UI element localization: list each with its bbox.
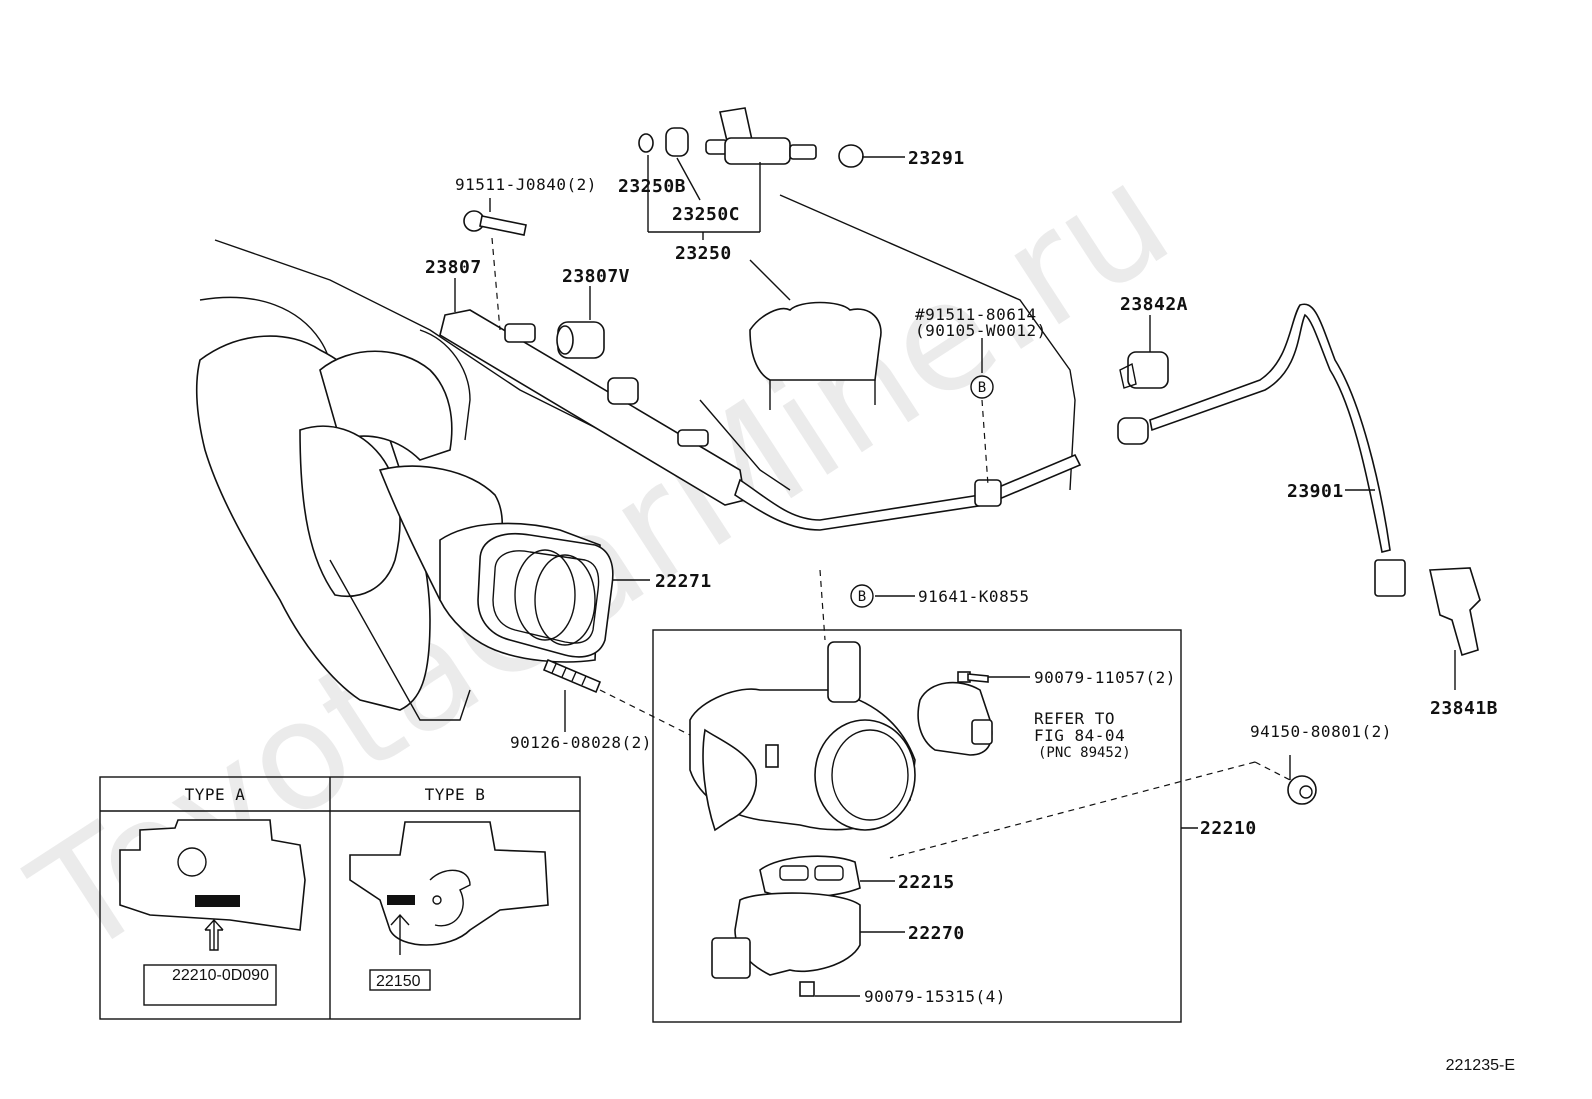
gasket-22271 xyxy=(477,533,614,658)
label-91641-k0855: 91641-K0855 xyxy=(918,587,1029,606)
label-90079-15315: 90079-15315(4) xyxy=(864,987,1006,1006)
diagram-code: 221235-E xyxy=(1446,1057,1515,1074)
screw-90079-11057 xyxy=(957,671,989,683)
throttle-body-frame xyxy=(652,629,1182,1023)
label-91511-80614: #91511-80614 xyxy=(915,305,1037,324)
type-a-part-no: 22210-0D090 xyxy=(172,967,269,984)
cylinder-head-cover xyxy=(699,194,1076,491)
label-94150-80801: 94150-80801(2) xyxy=(1250,722,1392,741)
stud-90126 xyxy=(542,658,602,694)
type-b-marking xyxy=(387,895,415,905)
label-refer-to: REFER TO xyxy=(1034,709,1115,728)
bolt-91511-j0840 xyxy=(463,210,527,236)
damper-23807v xyxy=(556,321,605,359)
type-a-marking xyxy=(195,895,240,907)
nut-94150 xyxy=(1287,775,1317,805)
marker-b-lower: B xyxy=(850,584,874,608)
label-23842a: 23842A xyxy=(1120,294,1188,315)
label-22271: 22271 xyxy=(655,571,712,592)
clip-23842a xyxy=(1119,351,1169,389)
label-23250c: 23250C xyxy=(672,204,740,225)
label-22210: 22210 xyxy=(1200,818,1257,839)
throttle-position-sensor xyxy=(917,681,993,756)
svg-text:B: B xyxy=(978,380,986,396)
svg-text:B: B xyxy=(858,589,866,605)
type-a-title: TYPE A xyxy=(185,785,246,804)
label-90126-08028: 90126-08028(2) xyxy=(510,733,652,752)
leader-lines xyxy=(454,155,1456,997)
label-23841b: 23841B xyxy=(1430,698,1498,719)
label-23291: 23291 xyxy=(908,148,965,169)
label-23807v: 23807V xyxy=(562,266,630,287)
type-b-part-no: 22150 xyxy=(376,973,421,990)
label-23901: 23901 xyxy=(1287,481,1344,502)
fuel-delivery-pipe xyxy=(439,309,1082,531)
marker-b-upper: B xyxy=(970,375,994,399)
label-91511-j0840: 91511-J0840(2) xyxy=(455,175,597,194)
label-90079-11057: 90079-11057(2) xyxy=(1034,668,1176,687)
injector-assembly xyxy=(638,107,864,168)
label-23250b: 23250B xyxy=(618,176,686,197)
fuel-hose-23901 xyxy=(1117,303,1406,597)
isc-valve xyxy=(711,855,861,997)
clip-23841b xyxy=(1429,567,1481,657)
throttle-body xyxy=(689,641,916,832)
label-refer-pnc: (PNC 89452) xyxy=(1038,745,1131,761)
label-23250: 23250 xyxy=(675,243,732,264)
type-comparison-box xyxy=(99,776,581,1020)
label-22270: 22270 xyxy=(908,923,965,944)
label-90105-w0012: (90105-W0012) xyxy=(915,321,1047,340)
label-refer-fig: FIG 84-04 xyxy=(1034,726,1125,745)
label-23807: 23807 xyxy=(425,257,482,278)
label-22215: 22215 xyxy=(898,872,955,893)
type-b-title: TYPE B xyxy=(425,785,486,804)
